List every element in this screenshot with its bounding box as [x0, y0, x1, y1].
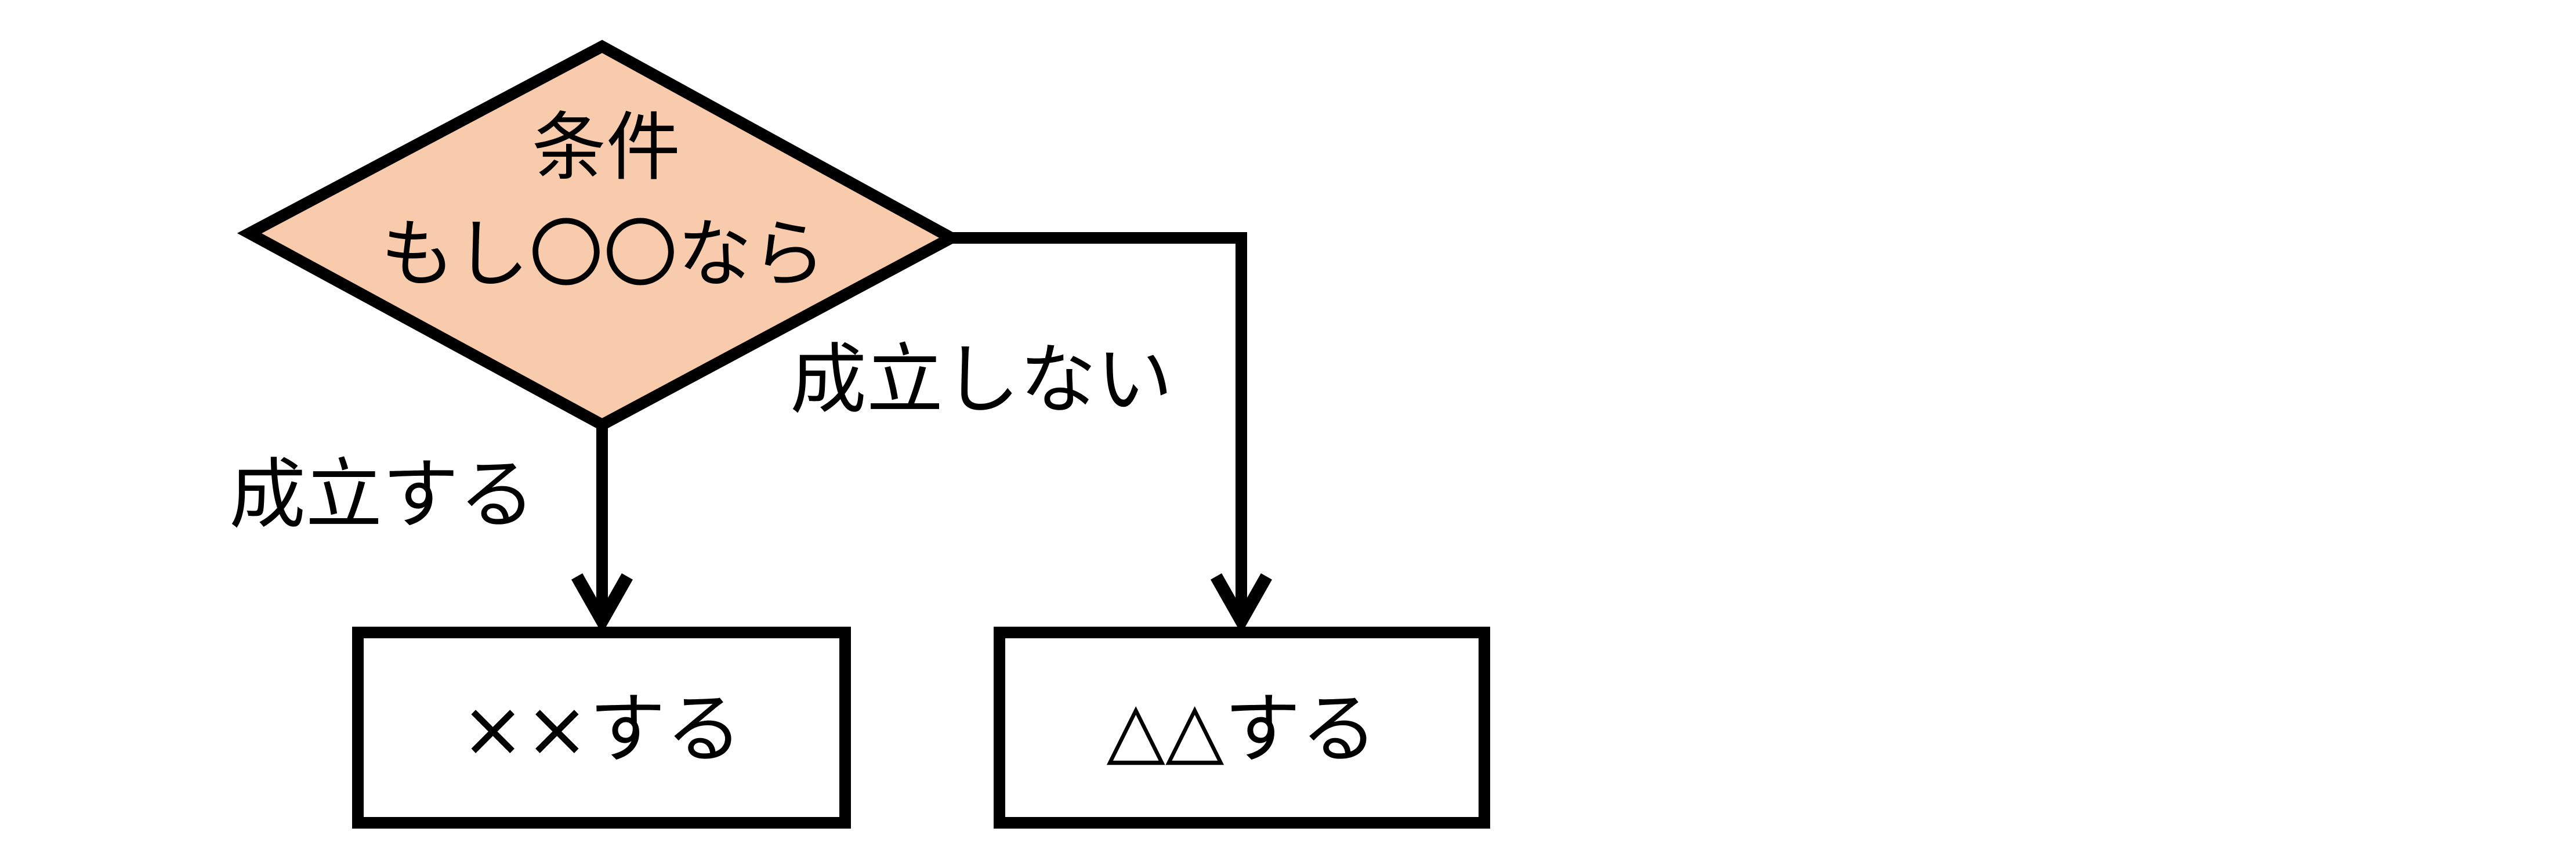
yes-branch-arrowhead [571, 573, 633, 634]
decision-condition-title: 条件 [532, 104, 680, 191]
no-process-box [994, 627, 1490, 829]
no-branch-label: 成立しない [790, 335, 1173, 425]
no-branch-connector [951, 232, 1247, 615]
yes-process-box [352, 627, 851, 829]
decision-condition-text: もし〇〇なら [381, 211, 826, 298]
no-branch-arrowhead [1211, 573, 1272, 634]
no-process-label: △△する [1106, 685, 1377, 774]
yes-process-label: ××する [461, 685, 742, 774]
yes-branch-label: 成立する [229, 450, 535, 540]
